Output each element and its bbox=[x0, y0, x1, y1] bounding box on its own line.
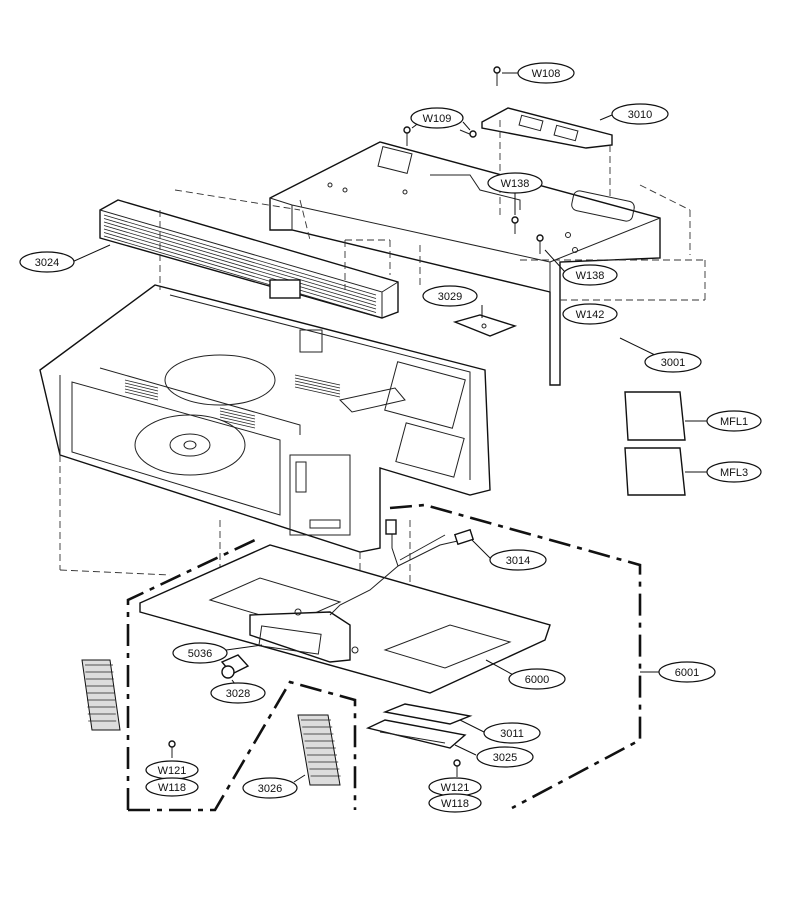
hidden-projection-lines bbox=[59, 184, 706, 650]
screw-w108 bbox=[493, 66, 501, 86]
callout-w121-right: W121 bbox=[428, 777, 482, 797]
callout-w142: W142 bbox=[562, 303, 618, 325]
callout-label-6000: 6000 bbox=[525, 674, 549, 686]
lamp-socket-3028 bbox=[220, 654, 250, 679]
bracket-3029 bbox=[452, 314, 518, 337]
callout-3011: 3011 bbox=[483, 722, 541, 744]
callout-label-w108: W108 bbox=[532, 68, 561, 80]
outer-case-3001 bbox=[269, 141, 661, 386]
screw-w138-side bbox=[536, 234, 544, 254]
callout-3001: 3001 bbox=[644, 351, 702, 373]
screw-w109-b bbox=[459, 129, 477, 138]
callout-label-w118-right: W118 bbox=[441, 798, 469, 810]
callout-label-w138-side: W138 bbox=[576, 270, 605, 282]
callout-3014: 3014 bbox=[489, 549, 547, 571]
grease-filter-3026 bbox=[297, 714, 341, 786]
screw-w138-top bbox=[511, 216, 519, 234]
callout-3010: 3010 bbox=[611, 103, 669, 125]
callout-w138-side: W138 bbox=[562, 264, 618, 286]
callout-label-w121-left: W121 bbox=[158, 765, 187, 777]
callout-label-mfl1: MFL1 bbox=[720, 416, 748, 428]
callout-label-w118-left: W118 bbox=[158, 782, 186, 794]
callout-3029: 3029 bbox=[422, 285, 478, 307]
cover-3011 bbox=[382, 703, 473, 725]
callout-label-w142: W142 bbox=[576, 309, 605, 321]
callout-label-5036: 5036 bbox=[188, 648, 212, 660]
callout-label-w138-top: W138 bbox=[501, 178, 530, 190]
callout-mfl1: MFL1 bbox=[706, 410, 762, 432]
screw-w121-left bbox=[168, 740, 176, 758]
callout-3028: 3028 bbox=[210, 682, 266, 704]
cover-3025 bbox=[365, 719, 467, 749]
callout-w108: W108 bbox=[517, 62, 575, 84]
manual-mfl1 bbox=[624, 391, 686, 441]
callout-label-3010: 3010 bbox=[628, 109, 652, 121]
screw-w121-right bbox=[453, 759, 461, 777]
base-plate-6000 bbox=[139, 544, 551, 694]
callout-label-3029: 3029 bbox=[438, 291, 462, 303]
callout-3026: 3026 bbox=[242, 777, 298, 799]
callout-label-mfl3: MFL3 bbox=[720, 467, 748, 479]
callout-label-3014: 3014 bbox=[506, 555, 530, 567]
callout-label-3011: 3011 bbox=[500, 728, 524, 740]
screw-w109-a bbox=[403, 126, 411, 146]
callout-5036: 5036 bbox=[172, 642, 228, 664]
callout-label-w121-right: W121 bbox=[441, 782, 470, 794]
callout-label-w109: W109 bbox=[423, 113, 452, 125]
wire-harness-3014 bbox=[329, 519, 475, 616]
callout-w121-left: W121 bbox=[145, 760, 199, 780]
callout-3025: 3025 bbox=[476, 746, 534, 768]
callout-w118-left: W118 bbox=[145, 777, 199, 797]
callout-label-6001: 6001 bbox=[675, 667, 699, 679]
oven-cavity bbox=[39, 284, 491, 553]
callout-label-3001: 3001 bbox=[661, 357, 685, 369]
callout-label-3026: 3026 bbox=[258, 783, 282, 795]
callout-label-3024: 3024 bbox=[35, 257, 59, 269]
callout-w118-right: W118 bbox=[428, 793, 482, 813]
callout-mfl3: MFL3 bbox=[706, 461, 762, 483]
callout-6000: 6000 bbox=[508, 668, 566, 690]
callout-label-3028: 3028 bbox=[226, 688, 250, 700]
callout-3024: 3024 bbox=[19, 251, 75, 273]
front-grille-3024 bbox=[99, 199, 399, 319]
manual-mfl3 bbox=[624, 447, 686, 496]
callout-w138-top: W138 bbox=[487, 172, 543, 194]
callout-w109: W109 bbox=[410, 107, 464, 129]
callout-label-3025: 3025 bbox=[493, 752, 517, 764]
grease-filter-left bbox=[81, 659, 121, 731]
callout-6001: 6001 bbox=[658, 661, 716, 683]
top-plate-3010 bbox=[481, 107, 613, 215]
